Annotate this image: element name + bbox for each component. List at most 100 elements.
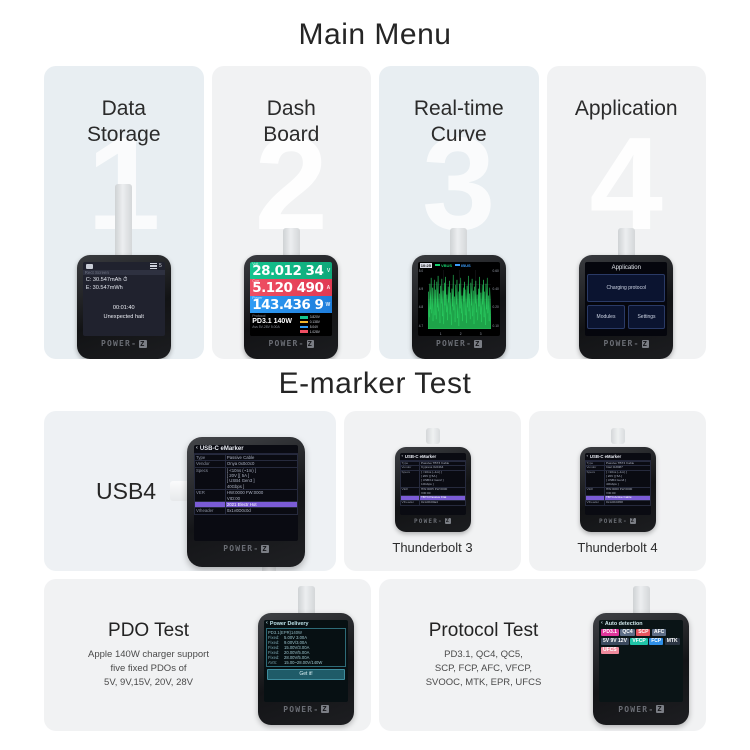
y-axis-label: 4.7 xyxy=(418,324,424,328)
charging-protocol-button[interactable]: Charging protocol xyxy=(587,274,666,302)
energy-row: E: 30.547mWh xyxy=(85,285,123,292)
brand-badge: Z xyxy=(306,339,315,348)
bottom-card-pdo-test[interactable]: PDO Test Apple 140W charger support five… xyxy=(44,579,371,731)
menu-card-label-data-storage: Data Storage xyxy=(87,96,161,147)
brand-text: POWER- xyxy=(223,544,260,553)
screen-dash-board[interactable]: Volt 28.012 34 V Curr 5.120 490 A Power … xyxy=(250,262,333,336)
timer-status-group: 00:01:40 Unexpected halt xyxy=(83,304,165,321)
brand-text: POWER- xyxy=(618,704,655,714)
elapsed-timer: 00:01:40 xyxy=(112,305,135,312)
back-chevron-icon[interactable]: ‹ xyxy=(586,453,588,458)
protocol-tag-afc[interactable]: AFC xyxy=(651,628,667,636)
protocol-tag-pd31[interactable]: PD3.1 xyxy=(601,628,619,636)
screen-auto-detection[interactable]: ‹ Auto detection PD3.1 QC4 SCP AFC 5V 9V… xyxy=(599,619,683,702)
menu-card-real-time-curve[interactable]: 3 Real-time Curve 10:25 VBUS IBUS xyxy=(379,66,539,359)
page-title-main-menu: Main Menu xyxy=(298,18,452,51)
pdo-row: Fixed:20.00V/5.00A xyxy=(268,650,344,655)
protocol-tag-fcp[interactable]: FCP xyxy=(649,637,664,645)
table-row: Specs[ <10ns (~1m) ] [ 20V ][ 5A ] [ USB… xyxy=(399,470,466,488)
settings-button[interactable]: Settings xyxy=(627,305,666,329)
brand-badge: Z xyxy=(261,544,269,553)
row-key: Specs xyxy=(399,470,420,488)
menu-card-label-line1: Dash xyxy=(266,97,316,120)
usb-c-plug xyxy=(610,427,625,444)
screen-application[interactable]: Application Charging protocol Modules Se… xyxy=(585,262,668,336)
auto-detection-title: Auto detection xyxy=(604,620,643,627)
menu-card-label-line1: Application xyxy=(574,97,678,120)
back-chevron-icon[interactable]: ‹ xyxy=(401,453,403,458)
brand-badge: Z xyxy=(629,518,637,524)
clock-icon: ⏱ xyxy=(123,277,128,283)
list-icon xyxy=(149,263,157,269)
device-application: Application Charging protocol Modules Se… xyxy=(579,228,674,359)
emarker-header: ‹ USB-C eMarker xyxy=(194,445,298,454)
screen-real-time-curve[interactable]: 10:25 VBUS IBUS xyxy=(417,262,500,336)
brand-text: POWER- xyxy=(603,339,640,348)
pdo-key: Fixed: xyxy=(268,649,280,655)
brand-logo: POWER-Z xyxy=(436,339,482,348)
auto-detection-header: ‹ Auto detection xyxy=(599,620,683,628)
subtitle-line: SVOOC, MTK, EPR, UFCS xyxy=(425,677,542,689)
power-z-device: Volt 28.012 34 V Curr 5.120 490 A Power … xyxy=(244,255,339,359)
screen-power-delivery[interactable]: ‹ Power Delivery PD3.1(EPR)140W Fixed:5.… xyxy=(264,619,348,702)
legend-label: 3.820V xyxy=(309,315,320,320)
legend-label: 1.028V xyxy=(309,329,320,334)
pdo-row: AVS:15.00~28.00V/140W xyxy=(268,660,344,665)
protocol-sub: Avs 5V-28V 5.00A xyxy=(252,325,280,330)
halt-status: Unexpected halt xyxy=(103,313,144,320)
watermark-number-3: 3 xyxy=(422,110,496,257)
protocol-test-subtitle: PD3.1, QC4, QC5, SCP, FCP, AFC, VFCP, SV… xyxy=(385,648,582,691)
row-key: VIheader xyxy=(194,507,226,515)
back-chevron-icon[interactable]: ‹ xyxy=(601,619,603,626)
usb-c-plug xyxy=(115,184,133,258)
protocol-tag-scp[interactable]: SCP xyxy=(636,628,651,636)
pdo-test-title: PDO Test xyxy=(108,619,189,641)
capacity-value: C: 30.547mAh xyxy=(85,277,122,283)
emarker-title: USB-C eMarker xyxy=(404,453,437,459)
power-delivery-header: ‹ Power Delivery xyxy=(264,620,348,628)
menu-card-data-storage[interactable]: 1 Data Storage 5 xyxy=(44,66,204,359)
curve-legend-vbus: VBUS xyxy=(434,263,452,268)
brand-text: POWER- xyxy=(100,339,138,348)
usb4-label: USB4 xyxy=(96,477,157,504)
device-dash-board: Volt 28.012 34 V Curr 5.120 490 A Power … xyxy=(244,228,339,359)
table-row: Specs[ <10ns (~1m) ] [ 20V ][ 5A ] [ USB… xyxy=(194,466,298,491)
protocol-tag-mtk[interactable]: MTK xyxy=(664,637,680,645)
get-it-button[interactable]: Get it! xyxy=(267,668,345,680)
menu-card-application[interactable]: 4 Application Application Charging proto… xyxy=(546,66,706,359)
modules-button[interactable]: Modules xyxy=(587,305,625,329)
back-chevron-icon[interactable]: ‹ xyxy=(196,445,198,452)
pdo-key: AVS: xyxy=(268,659,278,665)
protocol-tag-ufcs[interactable]: UFCS xyxy=(601,646,619,654)
protocol-tag-voltages[interactable]: 5V 9V 12V xyxy=(601,637,629,645)
row-value: 0x1c0b0458 xyxy=(604,500,651,507)
bottom-card-protocol-test[interactable]: Protocol Test PD3.1, QC4, QC5, SCP, FCP,… xyxy=(379,579,706,731)
protocol-tag-qc4[interactable]: QC4 xyxy=(620,628,635,636)
legend-item: 1.028V xyxy=(300,330,330,334)
emarker-label-thunderbolt4: Thunderbolt 4 xyxy=(577,539,658,555)
menu-card-dash-board[interactable]: 2 Dash Board Volt 28.012 34 V Curr xyxy=(211,66,371,359)
back-chevron-icon[interactable]: ‹ xyxy=(266,619,268,626)
pdo-value: 5.00V 3.00A xyxy=(284,634,308,640)
pdo-row: Fixed:9.00V/3.00A xyxy=(268,640,344,645)
sd-card-icon xyxy=(85,263,93,269)
power-z-device: 5 Rect Screen C: 30.547mAh ⏱ E: 30.547mW… xyxy=(76,255,171,359)
pdo-row: Fixed:5.00V 3.00A xyxy=(268,635,344,640)
emarker-header: ‹ USB-C eMarker xyxy=(584,453,651,461)
subtitle-line: five fixed PDOs of xyxy=(110,662,187,674)
x-axis-tick: 1 xyxy=(439,332,442,336)
power-tag: Power xyxy=(252,296,263,300)
protocol-tag-vfcp[interactable]: VFCP xyxy=(630,637,648,645)
screen-data-storage[interactable]: 5 Rect Screen C: 30.547mAh ⏱ E: 30.547mW… xyxy=(82,262,165,336)
pdo-value: 9.00V/3.00A xyxy=(284,639,308,645)
